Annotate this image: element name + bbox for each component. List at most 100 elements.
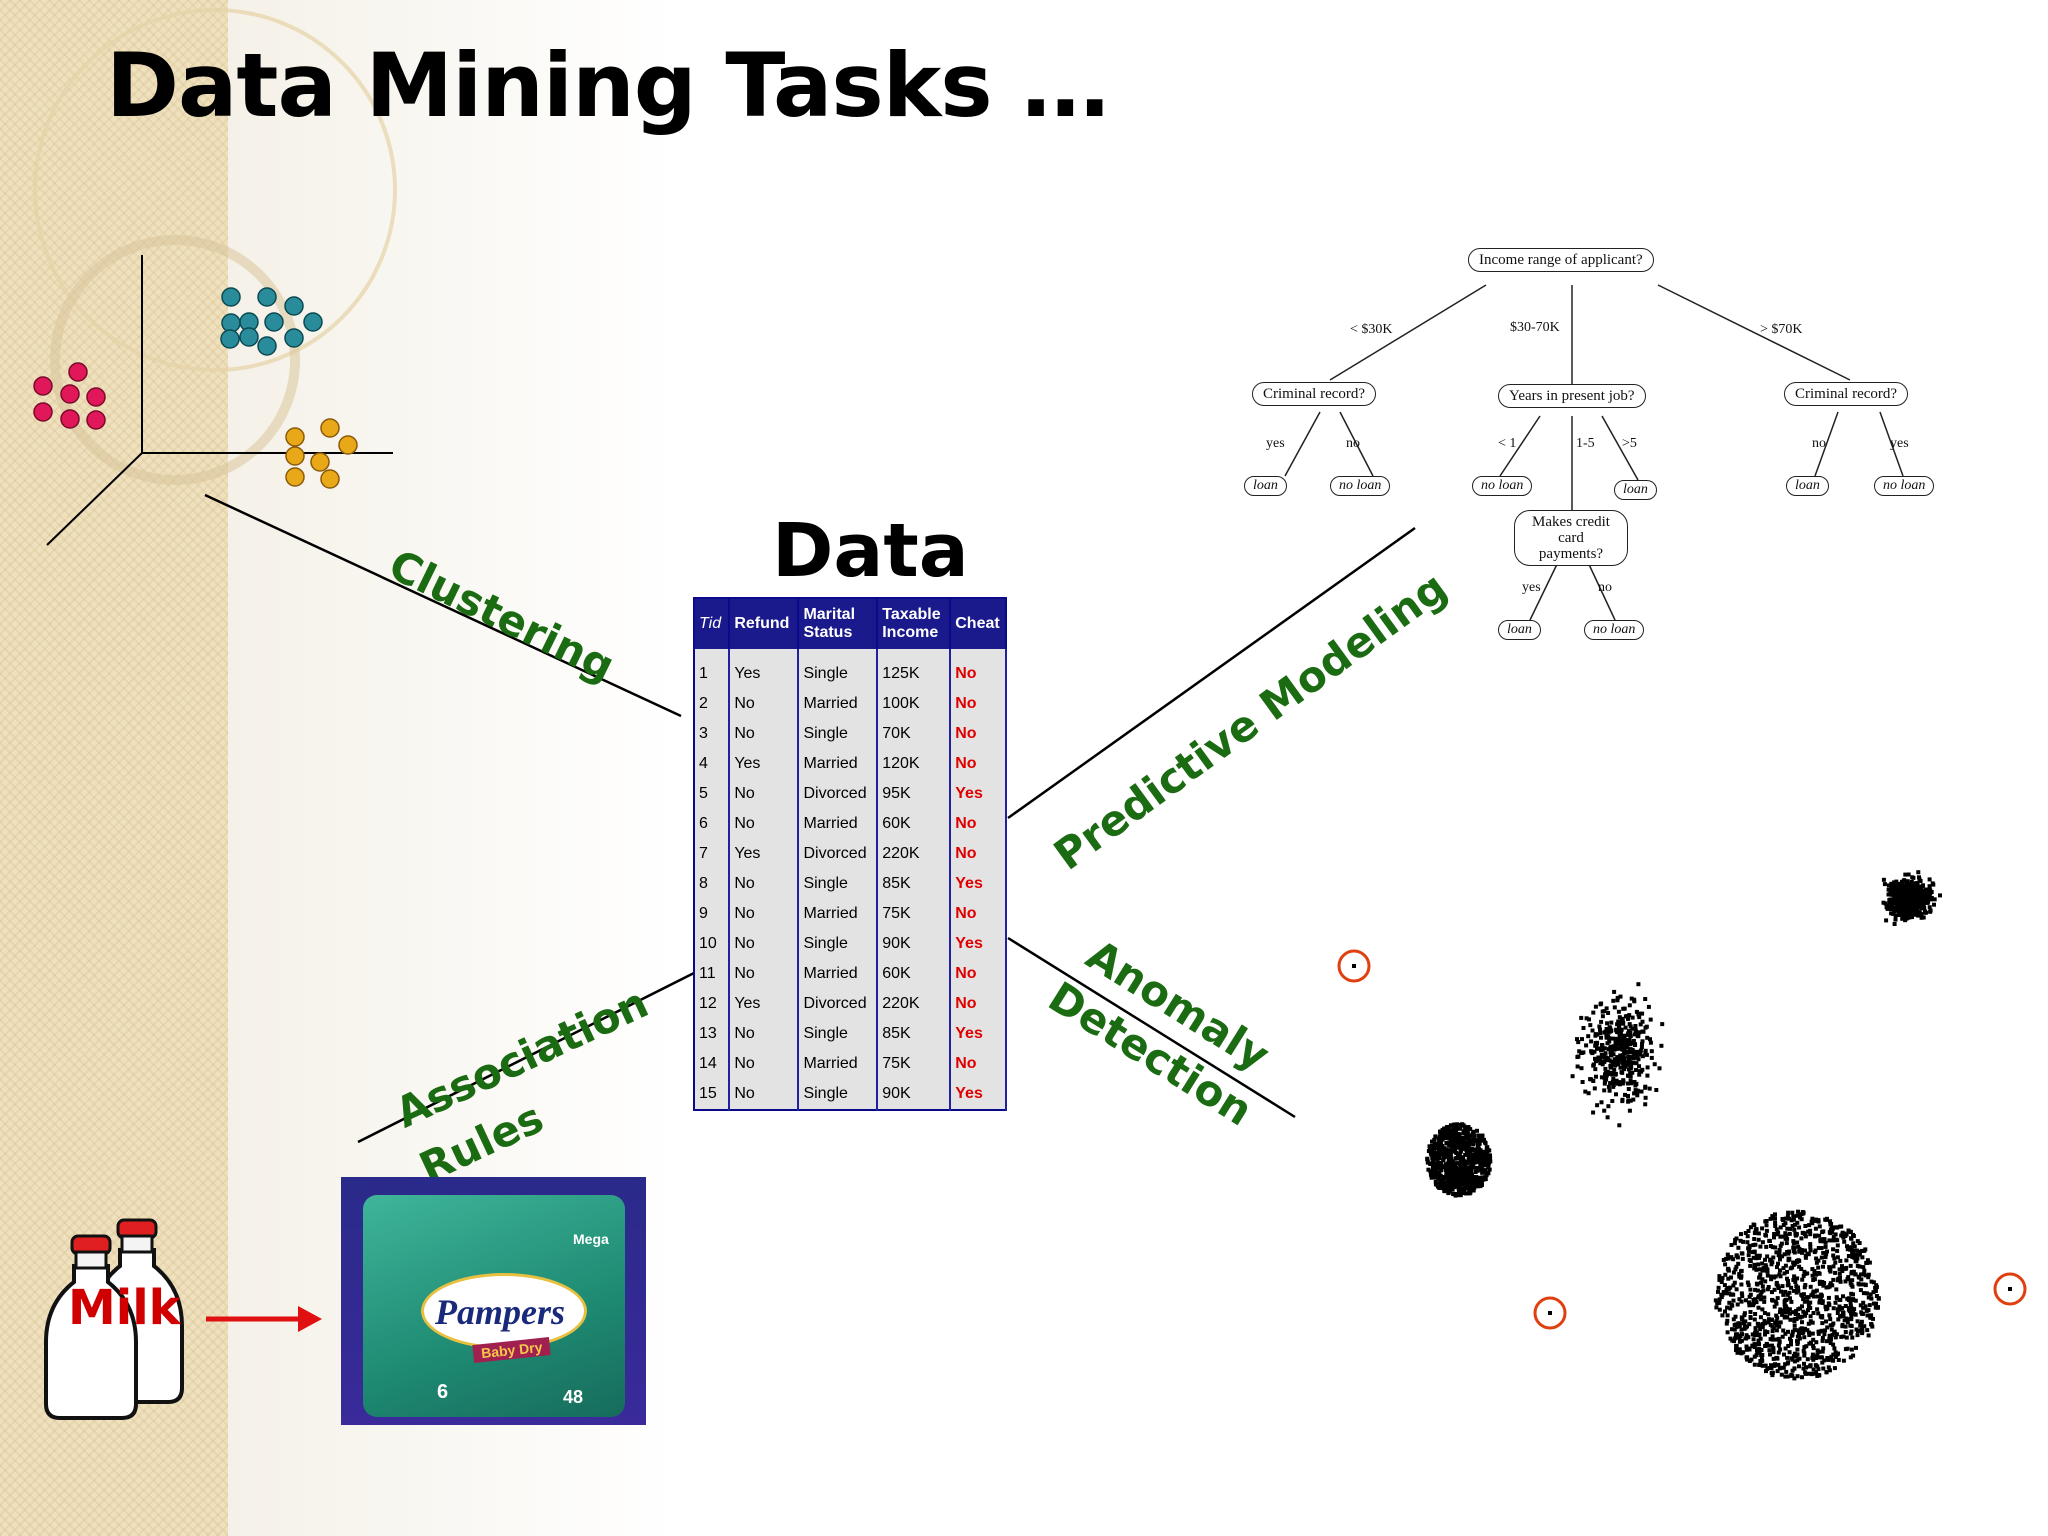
cloud-point [1841,1358,1846,1363]
cloud-point [1584,1043,1589,1048]
cloud-point [1792,1351,1797,1356]
cloud-point [1795,1220,1800,1225]
cloud-point [1771,1350,1776,1355]
cloud-point [1869,1296,1874,1301]
cloud-point [1791,1215,1796,1220]
cell-cheat: Yes [950,929,1007,959]
cloud-point [1857,1252,1862,1257]
cloud-point [1861,1305,1866,1310]
cloud-point [1831,1352,1836,1357]
cell-cheat: No [950,809,1007,839]
cloud-point [1466,1180,1471,1185]
cloud-point [1449,1123,1454,1128]
cloud-point [1774,1328,1779,1333]
decorative-ring-large [33,8,397,372]
cloud-point [1797,1246,1802,1251]
cloud-point [1773,1224,1778,1228]
cloud-point [1796,1209,1800,1214]
cloud-point [1760,1226,1765,1231]
cloud-point [1868,1292,1873,1297]
cloud-point [1625,1040,1630,1044]
cloud-point [1628,1078,1633,1083]
cloud-point [1602,1108,1607,1113]
cloud-point [1800,1250,1804,1255]
cloud-point [1900,906,1905,911]
cloud-point [1476,1147,1481,1151]
cloud-point [1748,1292,1753,1297]
table-header-row: Tid Refund Marital Status Taxable Income… [694,598,1006,649]
cloud-point [1479,1178,1484,1183]
cloud-point [1758,1336,1763,1341]
cloud-point [1904,893,1908,898]
cloud-point [1921,902,1926,907]
cloud-point [1850,1284,1855,1289]
cloud-point [1425,1160,1430,1165]
cloud-point [1795,1374,1800,1379]
cloud-point [1628,1024,1633,1029]
cloud-point [1857,1275,1862,1280]
cloud-point [1783,1374,1788,1379]
cloud-point [1768,1257,1773,1262]
cloud-point [1611,1083,1616,1087]
cloud-point [1816,1311,1821,1316]
cloud-point [1446,1133,1451,1138]
cloud-point [1729,1292,1734,1297]
cloud-point [1731,1257,1736,1262]
cloud-point [1625,1045,1630,1050]
cloud-point [1744,1355,1749,1360]
cloud-point [1914,898,1919,903]
cloud-point [1752,1354,1757,1359]
cell-cheat: No [950,1049,1007,1079]
cloud-point [1802,1232,1807,1236]
cloud-point [1760,1277,1765,1282]
cloud-point [1886,904,1891,909]
cloud-point [1827,1313,1832,1318]
cloud-point [1608,1050,1613,1055]
cloud-point [1792,1227,1797,1232]
cloud-point [1450,1128,1454,1133]
cloud-point [1778,1243,1783,1248]
cloud-point [1816,1367,1821,1372]
diaper-count: 48 [563,1387,584,1407]
cloud-point [1740,1256,1745,1261]
cloud-point [1725,1252,1730,1257]
cloud-point [1776,1286,1781,1290]
cloud-point [1613,1072,1618,1077]
cloud-point [1461,1141,1466,1146]
cloud-point [1614,1092,1618,1097]
cloud-point [1732,1241,1737,1246]
cloud-point [1866,1272,1871,1277]
cell-tid: 7 [694,839,731,869]
cloud-point [1457,1190,1462,1195]
cloud-point [1575,1064,1580,1069]
cell-cheat: Yes [950,869,1007,899]
cloud-point [1463,1146,1468,1151]
cloud-point [1447,1141,1452,1146]
cloud-point [1478,1184,1483,1189]
cloud-point [1747,1359,1752,1363]
cloud-point [1444,1125,1449,1130]
cloud-point [1847,1296,1852,1301]
cloud-point [1626,1099,1631,1104]
cloud-point [1591,1010,1596,1015]
diaper-brand: Pampers [435,1292,565,1332]
cloud-point [1848,1247,1853,1252]
cloud-point [1605,1041,1610,1046]
cloud-point [1821,1283,1826,1288]
cloud-point [1447,1148,1452,1153]
cloud-point [1770,1343,1775,1348]
cloud-point [1652,1062,1657,1067]
cloud-point [1755,1351,1760,1355]
cell-marital-status: Married [798,749,879,779]
cloud-point [1801,1309,1806,1314]
cloud-point [1610,1036,1615,1041]
cloud-point [1773,1274,1778,1279]
cloud-point [1834,1355,1838,1359]
diaper-package-image: Pampers Baby Dry Mega 48 6 [341,1177,646,1425]
cloud-point [1817,1224,1822,1229]
cloud-point [1646,1004,1651,1009]
cloud-point [1729,1275,1733,1280]
cloud-point [1631,1050,1636,1055]
cloud-point [1734,1287,1739,1292]
